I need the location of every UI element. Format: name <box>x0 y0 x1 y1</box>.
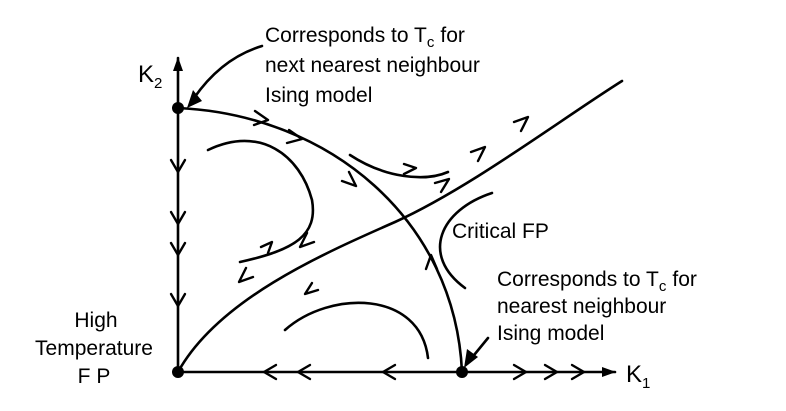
flow-arrows <box>169 109 586 381</box>
arrow-critical <box>424 253 439 271</box>
high-temp-label-line-2: Temperature <box>35 337 153 360</box>
flow-curve-top <box>348 153 450 179</box>
arrow-right <box>512 363 528 381</box>
high-temp-label-line-1: High <box>74 309 117 332</box>
pointer-arrow-bottom <box>464 336 490 368</box>
flow-curve-upper-left <box>206 139 315 264</box>
arrow-down <box>169 210 187 226</box>
arrow-critical <box>252 109 270 127</box>
k2-axis-label: K2 <box>138 61 162 92</box>
high-temperature-fixed-point <box>172 366 184 378</box>
arrow-separatrix <box>512 115 530 133</box>
critical-fp-label: Critical FP <box>452 220 549 243</box>
arrow-critical <box>285 128 304 145</box>
arrow-down <box>169 158 187 174</box>
right-note-line-3: Ising model <box>497 322 604 345</box>
arrow-left <box>296 363 312 381</box>
arrow-separatrix <box>237 266 255 284</box>
critical-fixed-point-k1 <box>456 366 468 378</box>
top-note-line-3: Ising model <box>265 84 372 107</box>
arrow-left <box>381 363 397 381</box>
arrow-left <box>262 363 278 381</box>
arrow-critical <box>340 170 358 188</box>
right-note-line-2: nearest neighbour <box>497 295 666 318</box>
separatrix-line <box>176 79 624 374</box>
top-note-line-2: next nearest neighbour <box>265 54 480 77</box>
arrow-right <box>570 363 586 381</box>
arrow-right <box>543 363 559 381</box>
arrow-separatrix <box>433 177 451 194</box>
arrow-separatrix <box>469 145 487 163</box>
pointer-arrow-top <box>187 44 264 108</box>
critical-line <box>176 106 464 374</box>
arrow-separatrix <box>298 231 316 249</box>
k1-axis-label: K1 <box>626 361 650 392</box>
high-temp-label-line-3: F P <box>78 365 111 388</box>
arrow-bottom-curve <box>303 281 320 296</box>
flow-curve-right <box>438 191 494 290</box>
arrow-down <box>169 241 187 257</box>
arrow-upper-left-curve <box>259 240 274 255</box>
arrow-down <box>169 292 187 308</box>
flow-curve-bottom <box>283 301 430 360</box>
fixed-point-k2 <box>172 102 184 114</box>
arrow-top-curve <box>402 162 418 176</box>
